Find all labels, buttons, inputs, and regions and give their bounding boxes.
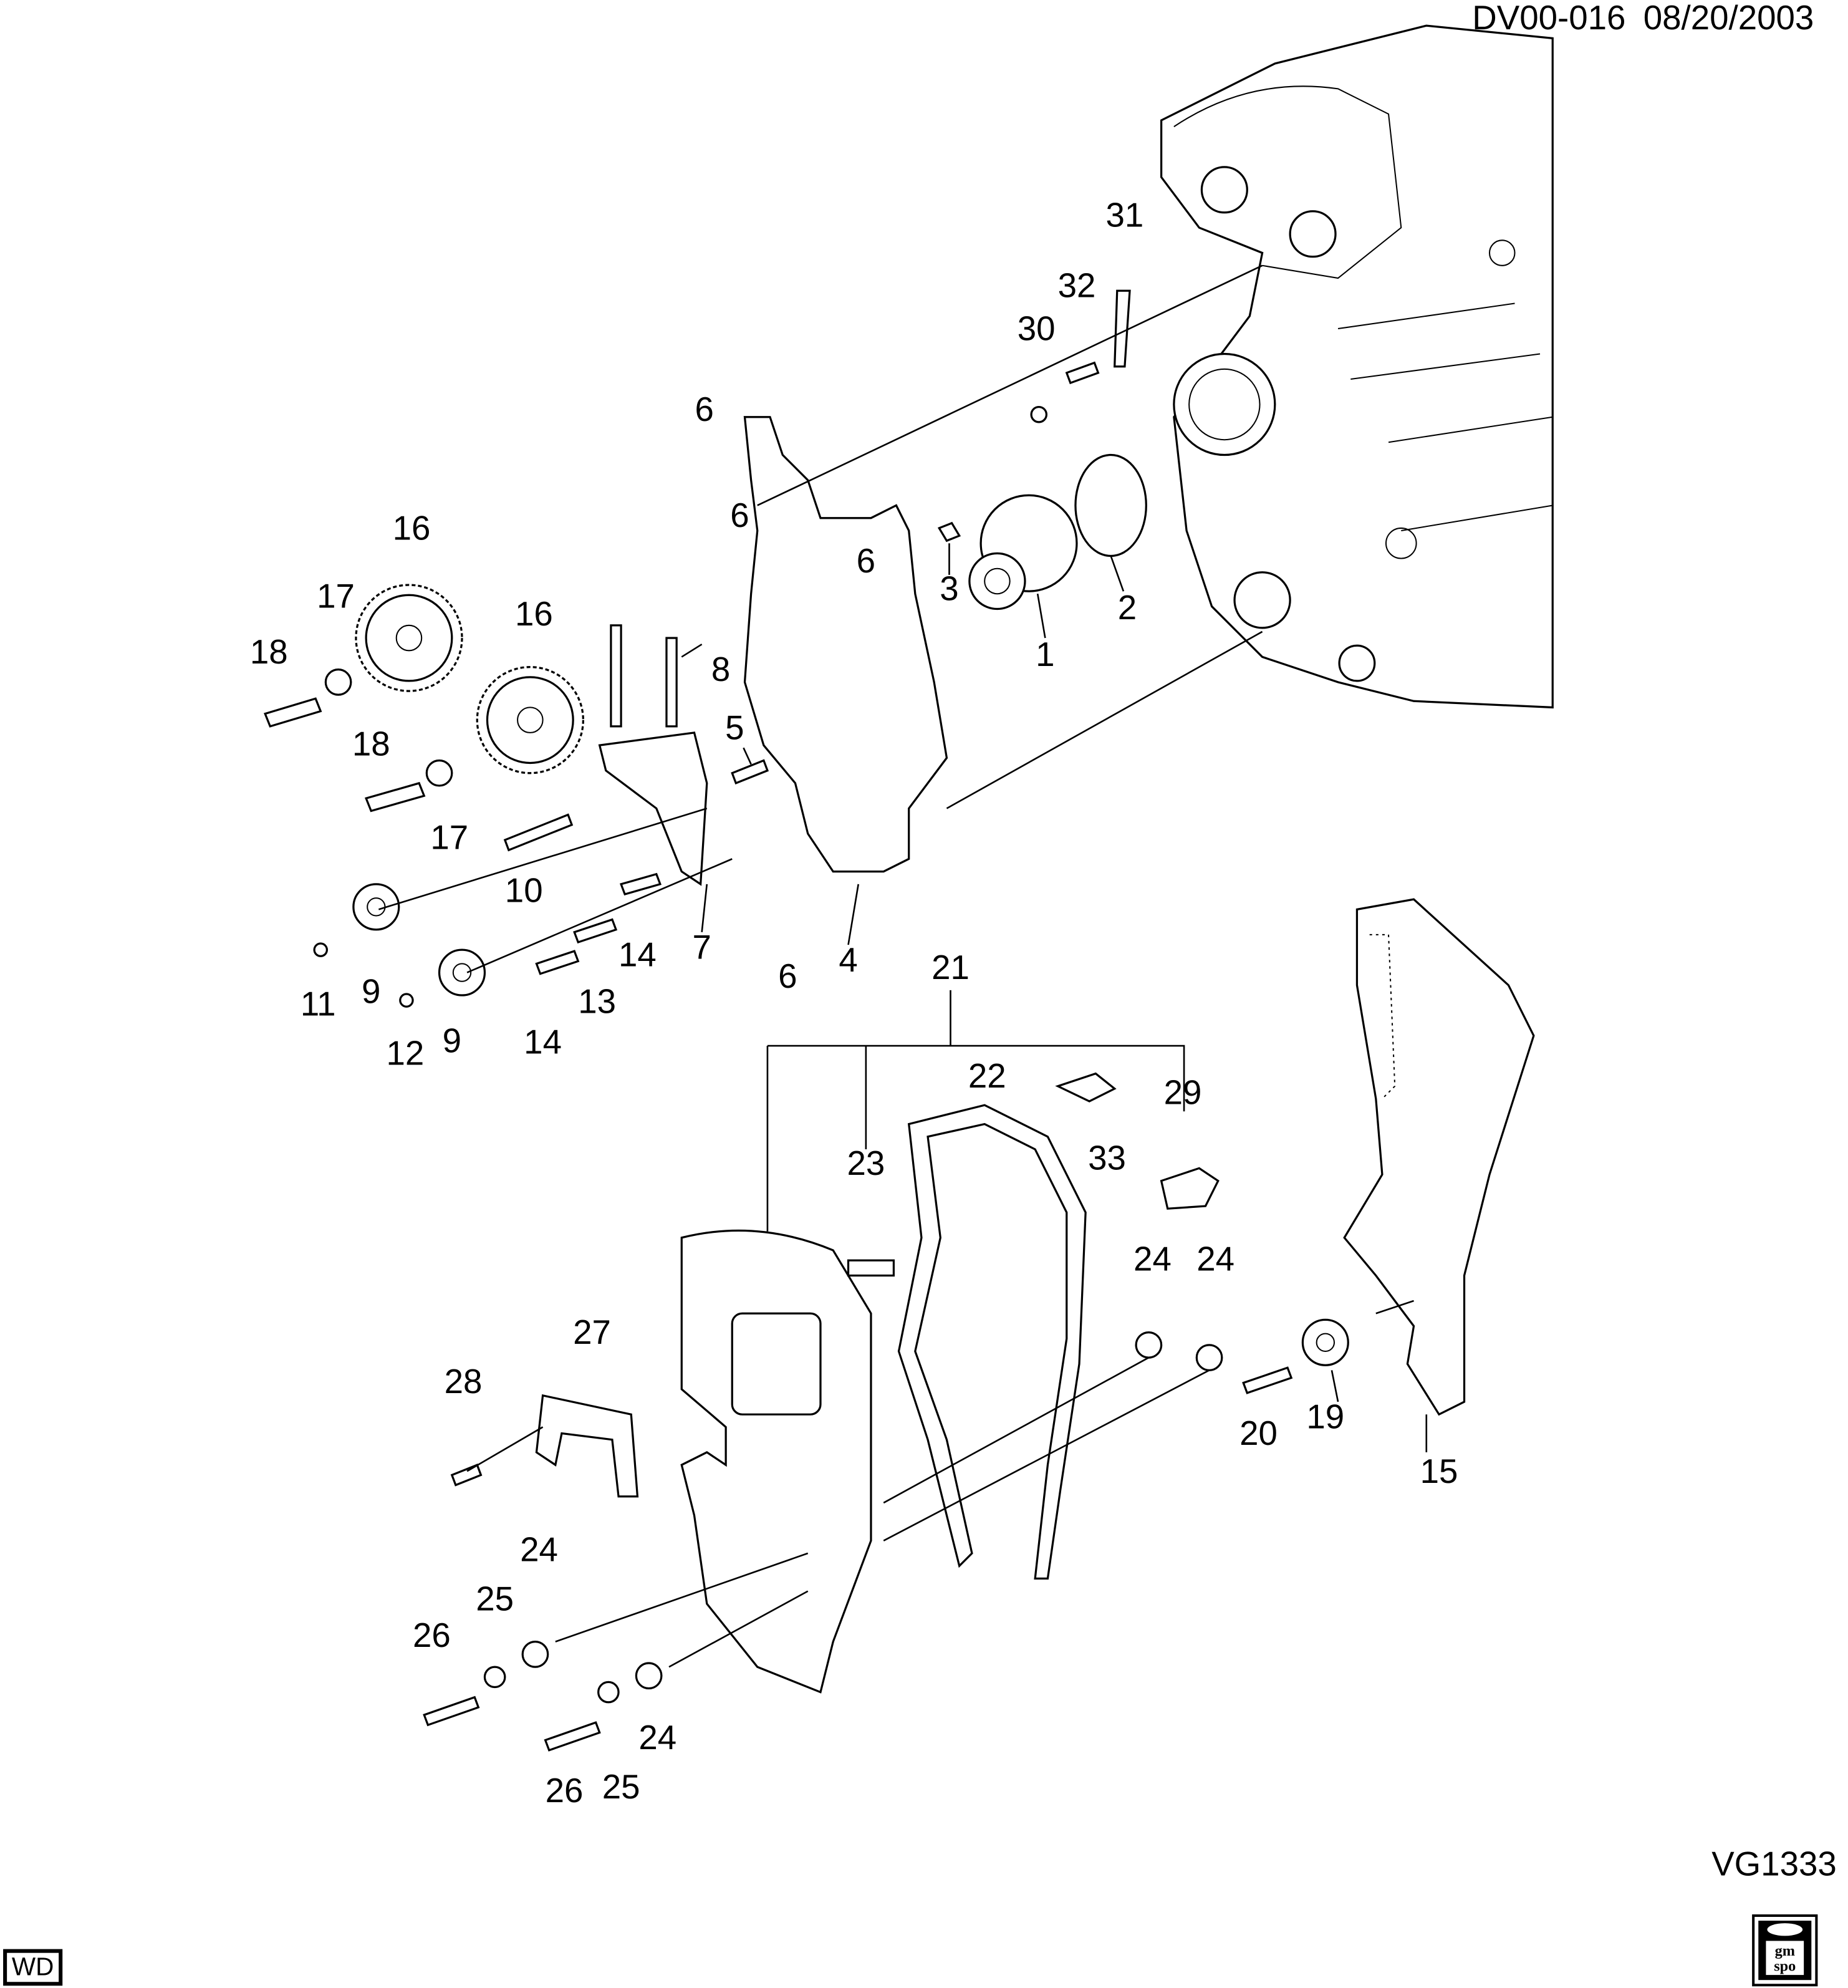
callout-label: 20 [1239, 1414, 1278, 1452]
callout-label: 24 [1196, 1240, 1234, 1278]
callout-label: 29 [1164, 1073, 1202, 1111]
callout-label: 19 [1306, 1398, 1344, 1436]
callout-label: 26 [546, 1772, 584, 1810]
engine-block [1160, 24, 1554, 709]
callout-label: 28 [445, 1363, 483, 1401]
callout-label: 17 [317, 577, 355, 615]
logo-gm: gm [1775, 1942, 1795, 1959]
callout-label: 13 [578, 983, 616, 1021]
cover-seal [897, 1104, 1087, 1580]
callout-label: 2 [1118, 589, 1137, 627]
logo-spo: spo [1774, 1958, 1796, 1975]
callout-label: 24 [520, 1530, 558, 1568]
callout-label: 25 [476, 1580, 514, 1618]
diagram-date: 08/20/2003 [1643, 0, 1814, 37]
diagram-code: DV00-016 [1472, 0, 1625, 37]
callout-label: 33 [1088, 1139, 1126, 1177]
header-code-date: DV00-016 08/20/2003 [1472, 0, 1814, 37]
callout-label: 6 [730, 496, 749, 534]
callout-label: 26 [413, 1616, 451, 1654]
callout-label: 24 [638, 1719, 676, 1757]
callout-label: 32 [1058, 267, 1096, 305]
cover-window [731, 1312, 822, 1416]
callout-label: 10 [505, 871, 543, 909]
timing-belt [1343, 898, 1535, 1416]
water-pump [937, 453, 1147, 610]
callout-label: 21 [931, 948, 970, 987]
callout-label: 5 [725, 708, 744, 746]
callout-label: 11 [301, 985, 336, 1023]
tensioner-bracket-and-idlers [313, 624, 769, 1008]
callout-label: 23 [847, 1144, 885, 1182]
callout-label: 22 [968, 1057, 1006, 1095]
callout-label: 16 [515, 595, 553, 633]
front-timing-cover [680, 1229, 872, 1694]
callout-label: 30 [1018, 310, 1056, 348]
callout-label: 18 [352, 725, 390, 763]
callout-label: 8 [711, 650, 730, 688]
callout-label: 17 [430, 818, 468, 856]
camshaft-gears [264, 584, 584, 813]
callout-label: 15 [1420, 1452, 1458, 1490]
seal-strip [847, 1259, 895, 1277]
small-parts [423, 289, 1349, 1752]
callout-label: 27 [573, 1313, 611, 1351]
callout-label: 3 [940, 570, 958, 608]
callout-label: 14 [618, 936, 657, 974]
callout-label: 1 [1036, 635, 1054, 673]
gm-spo-logo: gm spo [1752, 1914, 1818, 1987]
leader-lines [378, 264, 1428, 1668]
callout-label: 6 [857, 542, 875, 580]
callout-label: 4 [839, 941, 857, 979]
callout-label: 18 [250, 633, 288, 671]
callout-label: 24 [1133, 1240, 1172, 1278]
callout-label: 6 [695, 390, 714, 428]
callout-label: 14 [524, 1023, 562, 1061]
callout-labels: 1234566667899101112131414151616171718181… [250, 196, 1458, 1810]
callout-label: 9 [362, 972, 380, 1010]
callout-label: 16 [393, 509, 431, 547]
figure-id: VG1333 [1711, 1845, 1837, 1883]
wd-badge: WD [3, 1949, 63, 1986]
callout-label: 31 [1106, 196, 1144, 234]
callout-label: 12 [386, 1035, 424, 1073]
wd-label: WD [12, 1952, 54, 1981]
callout-label: 7 [692, 929, 711, 967]
callout-label: 25 [602, 1768, 640, 1806]
rear-timing-cover [743, 416, 948, 873]
callout-label: 9 [443, 1021, 461, 1059]
callout-label: 6 [778, 957, 797, 995]
